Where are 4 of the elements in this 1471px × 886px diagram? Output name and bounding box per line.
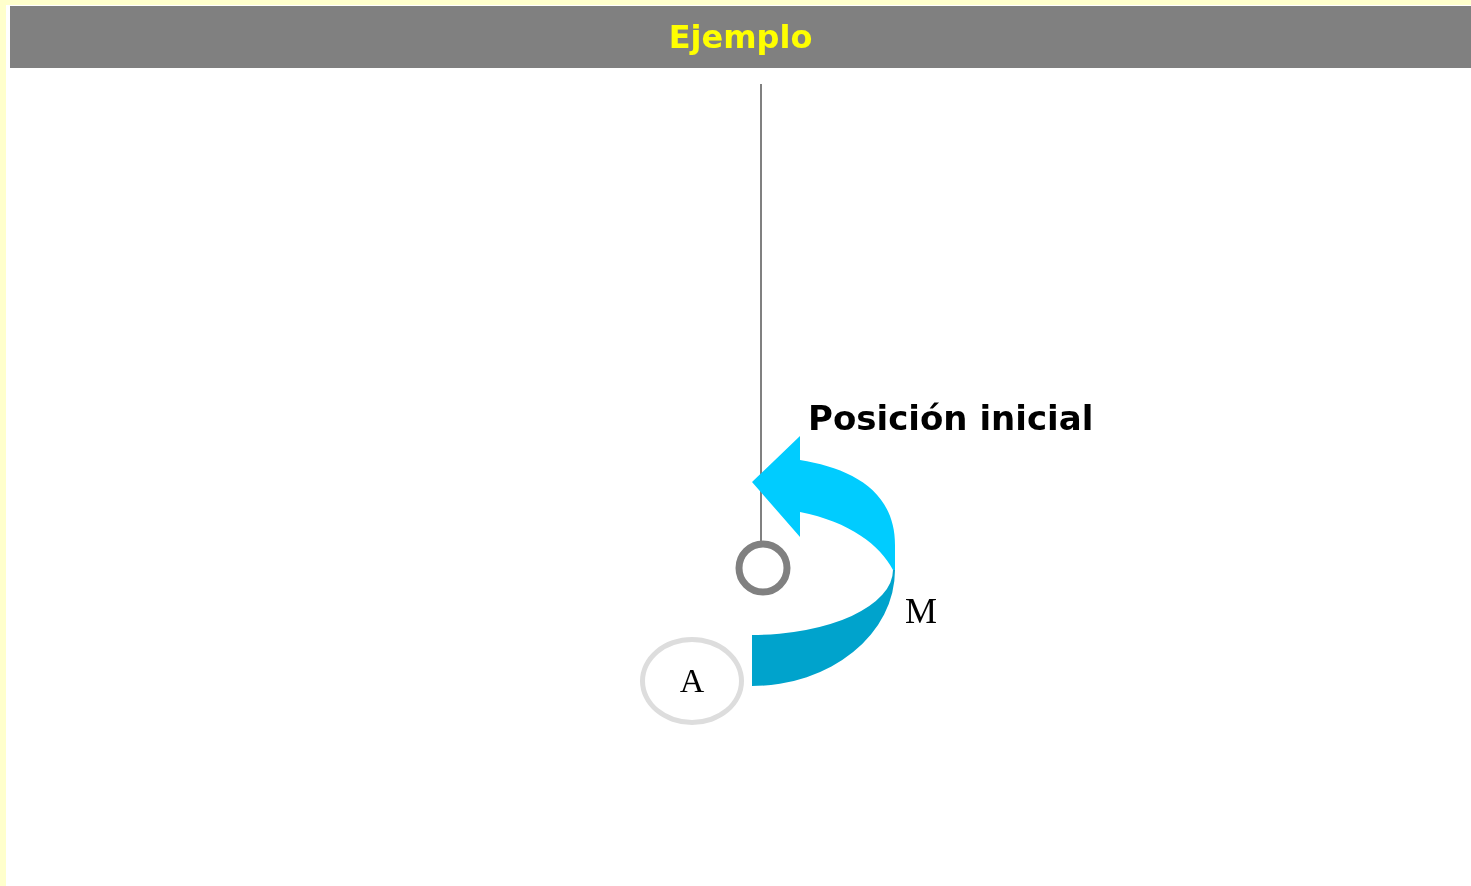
point-label: M [905,590,937,632]
caption-text: Posición inicial [808,398,1094,438]
node-label: A [679,662,705,700]
title-text: Ejemplo [668,18,813,56]
